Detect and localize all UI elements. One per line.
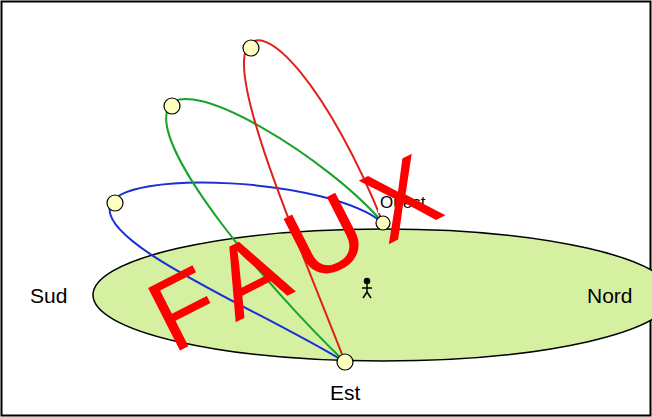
sun-disc [337, 354, 353, 370]
observer-figure [362, 279, 372, 299]
sun-disc [107, 195, 123, 211]
direction-label: Est [330, 381, 360, 404]
direction-label: Sud [30, 284, 67, 307]
direction-label: Nord [587, 284, 633, 307]
sun-disc [243, 40, 259, 56]
sun-disc [164, 98, 180, 114]
